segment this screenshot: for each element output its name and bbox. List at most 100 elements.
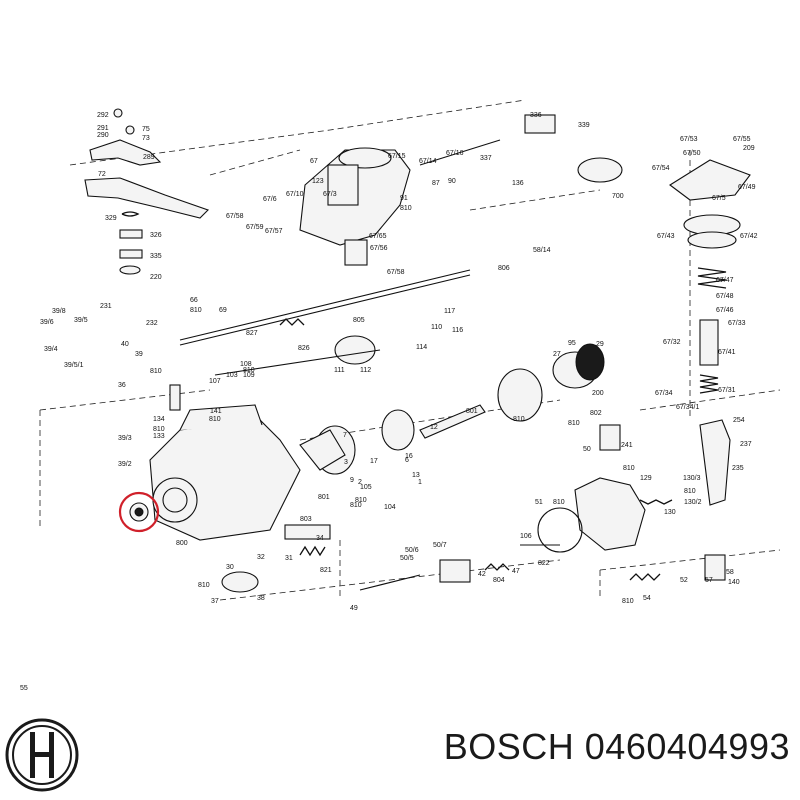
part-label: 200 bbox=[592, 390, 604, 397]
part-label: 107 bbox=[209, 378, 221, 385]
part-label: 95 bbox=[568, 340, 576, 347]
part-label: 105 bbox=[360, 484, 372, 491]
part-label: 810 bbox=[568, 420, 580, 427]
part-label: 130/3 bbox=[683, 475, 701, 482]
part-label: 810 bbox=[243, 367, 255, 374]
part-label: 50 bbox=[583, 446, 591, 453]
part-label: 17 bbox=[370, 458, 378, 465]
part-label: 810 bbox=[350, 502, 362, 509]
part-label: 806 bbox=[498, 265, 510, 272]
part-label: 810 bbox=[513, 416, 525, 423]
part-label: 67/47 bbox=[716, 277, 734, 284]
part-label: 130/2 bbox=[684, 499, 702, 506]
part-label: 67/65 bbox=[369, 233, 387, 240]
part-label: 106 bbox=[520, 533, 532, 540]
part-label: 116 bbox=[452, 327, 463, 334]
part-label: 810 bbox=[153, 426, 165, 433]
part-label: 67/50 bbox=[683, 150, 701, 157]
part-label: 67/32 bbox=[663, 339, 681, 346]
part-label: 29 bbox=[596, 341, 604, 348]
part-label: 39/3 bbox=[118, 435, 132, 442]
part-label: 67/56 bbox=[370, 245, 388, 252]
part-label: 40 bbox=[121, 341, 129, 348]
part-label: 54 bbox=[643, 595, 651, 602]
part-label: 67/58 bbox=[387, 269, 405, 276]
part-label: 821 bbox=[320, 567, 332, 574]
part-label: 55 bbox=[20, 685, 28, 692]
part-label: 810 bbox=[209, 416, 221, 423]
part-label: 2 bbox=[358, 479, 362, 486]
part-label: 31 bbox=[285, 555, 293, 562]
part-label: 335 bbox=[150, 253, 162, 260]
part-label: 209 bbox=[743, 145, 755, 152]
part-label: 67/43 bbox=[657, 233, 675, 240]
part-label: 67/31 bbox=[718, 387, 736, 394]
part-label: 241 bbox=[621, 442, 633, 449]
part-label: 810 bbox=[684, 488, 696, 495]
part-label: 67/54 bbox=[652, 165, 670, 172]
part-label: 34 bbox=[316, 535, 324, 542]
pump-housing bbox=[149, 384, 346, 541]
part-label: 329 bbox=[105, 215, 117, 222]
bosch-logo-icon bbox=[5, 718, 79, 792]
part-label: 39/4 bbox=[44, 346, 58, 353]
part-label: 67/42 bbox=[740, 233, 758, 240]
part-label: 67/58 bbox=[226, 213, 244, 220]
part-label: 827 bbox=[246, 330, 258, 337]
part-label: 810 bbox=[355, 497, 367, 504]
part-label: 112 bbox=[360, 367, 371, 374]
part-label: 67/5 bbox=[712, 195, 726, 202]
distributor-head bbox=[537, 419, 731, 553]
part-label: 220 bbox=[150, 274, 162, 281]
part-label: 67/3 bbox=[323, 191, 337, 198]
part-label: 38 bbox=[257, 595, 265, 602]
part-label: 39/5 bbox=[74, 317, 88, 324]
part-label: 805 bbox=[353, 317, 365, 324]
part-label: 130 bbox=[664, 509, 676, 516]
part-label: 136 bbox=[512, 180, 524, 187]
part-label: 67/10 bbox=[286, 191, 304, 198]
part-label: 133 bbox=[153, 433, 165, 440]
part-label: 67/46 bbox=[716, 307, 734, 314]
part-label: 129 bbox=[640, 475, 652, 482]
part-label: 67/57 bbox=[265, 228, 283, 235]
part-label: 67/53 bbox=[680, 136, 698, 143]
part-label: 337 bbox=[480, 155, 492, 162]
part-label: 12 bbox=[430, 424, 438, 431]
part-label: 39/5/1 bbox=[64, 362, 84, 369]
part-label: 140 bbox=[728, 579, 740, 586]
dashed-group-lines bbox=[39, 99, 781, 601]
highlighted-seal bbox=[118, 491, 160, 533]
part-label: 104 bbox=[384, 504, 396, 511]
part-label: 254 bbox=[733, 417, 745, 424]
part-label: 700 bbox=[612, 193, 624, 200]
part-label: 51 bbox=[535, 499, 543, 506]
part-label: 67/59 bbox=[246, 224, 264, 231]
part-label: 32 bbox=[257, 554, 265, 561]
part-label: 111 bbox=[334, 367, 345, 374]
drive-shaft bbox=[314, 343, 605, 475]
part-label: 802 bbox=[590, 410, 602, 417]
part-label: 810 bbox=[150, 368, 162, 375]
part-label: 339 bbox=[578, 122, 590, 129]
part-label: 810 bbox=[400, 205, 412, 212]
part-label: 822 bbox=[538, 560, 550, 567]
part-label: 826 bbox=[298, 345, 310, 352]
part-label: 67/6 bbox=[263, 196, 277, 203]
part-label: 87 bbox=[432, 180, 440, 187]
footer: BOSCH 0460404993 bbox=[0, 712, 800, 800]
part-label: 27 bbox=[553, 351, 561, 358]
lower-parts bbox=[221, 524, 726, 593]
control-shaft bbox=[179, 269, 471, 376]
part-label: 73 bbox=[142, 135, 150, 142]
part-label: 67/14 bbox=[419, 158, 437, 165]
part-label: 810 bbox=[622, 598, 634, 605]
part-label: 90 bbox=[448, 178, 456, 185]
part-label: 232 bbox=[146, 320, 158, 327]
diaphragm-assembly bbox=[577, 157, 751, 394]
lever-assembly bbox=[84, 108, 210, 275]
part-label: 67/34/1 bbox=[676, 404, 699, 411]
part-label: 810 bbox=[553, 499, 565, 506]
part-label: 36 bbox=[118, 382, 126, 389]
part-label: 801 bbox=[318, 494, 330, 501]
